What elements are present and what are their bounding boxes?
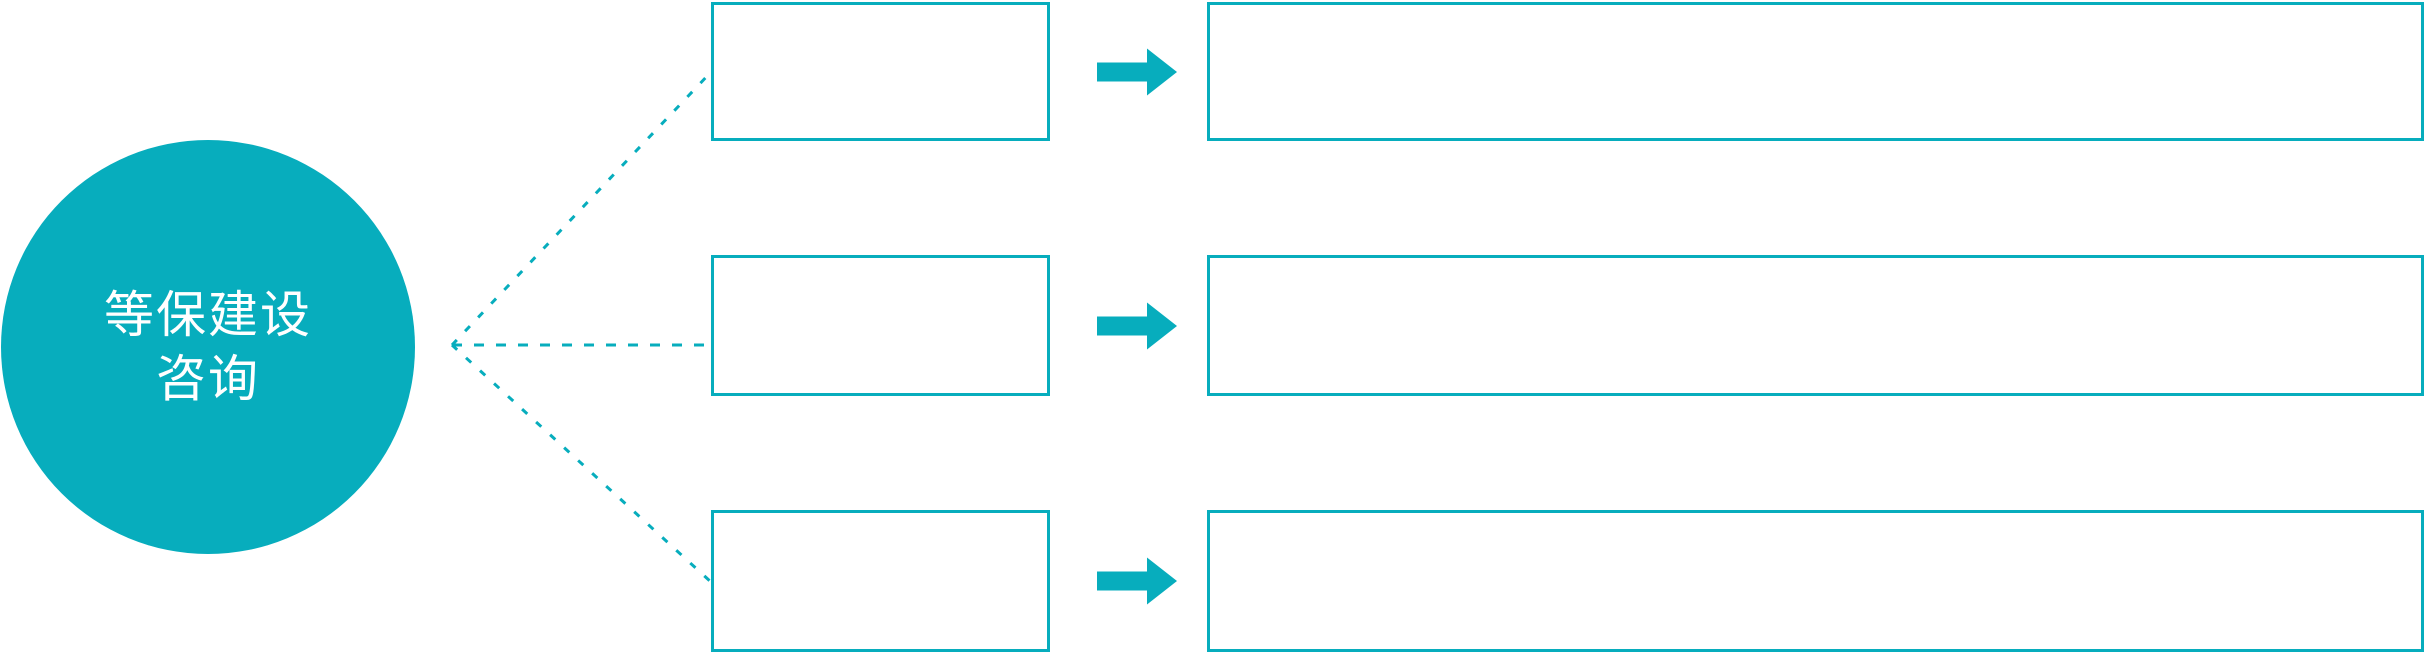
detail-box-2[interactable] — [1207, 255, 2424, 396]
arrow-right-icon — [1097, 557, 1177, 605]
stage-box-3[interactable] — [711, 510, 1050, 652]
detail-box-1[interactable] — [1207, 2, 2424, 141]
diagram-row-3 — [0, 510, 2434, 652]
diagram-row-1 — [0, 2, 2434, 141]
arrow-right-icon — [1097, 48, 1177, 95]
detail-box-3[interactable] — [1207, 510, 2424, 652]
diagram-row-2 — [0, 255, 2434, 396]
stage-box-2[interactable] — [711, 255, 1050, 396]
arrow-right-icon — [1097, 302, 1177, 349]
hub-label: 等保建设 咨询 — [104, 287, 312, 407]
hub-node[interactable]: 等保建设 咨询 — [1, 140, 415, 554]
stage-box-1[interactable] — [711, 2, 1050, 141]
